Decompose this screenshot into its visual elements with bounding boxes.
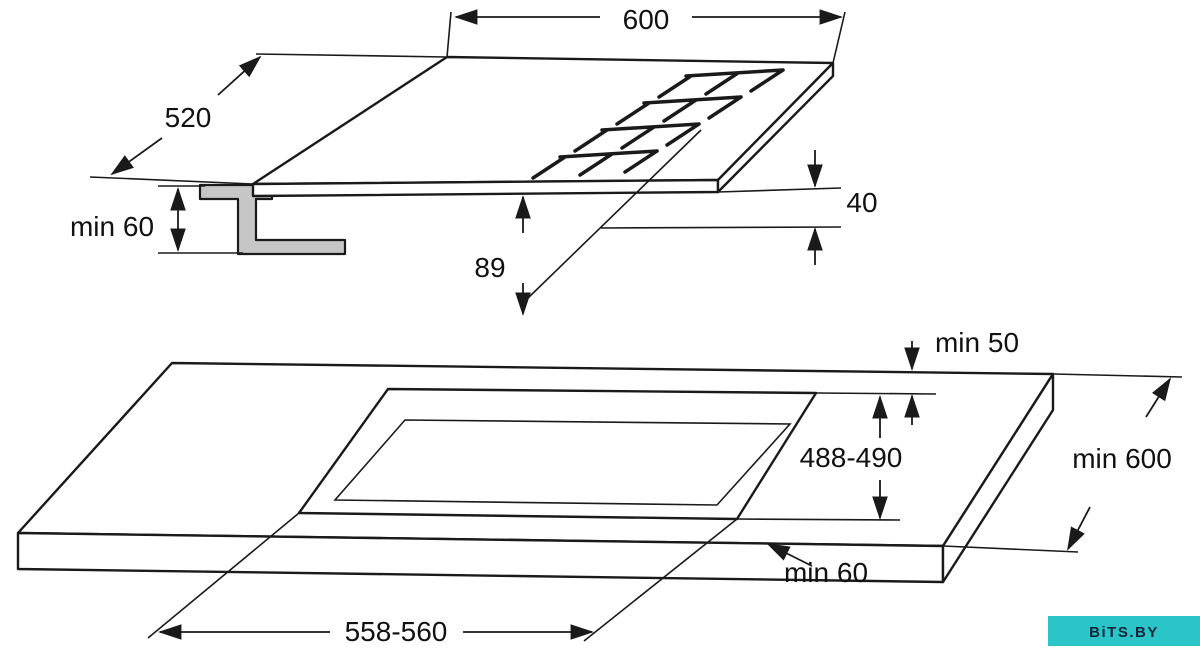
burner-grate xyxy=(573,122,701,153)
dim-install-depth-label: 89 xyxy=(474,252,505,283)
watermark: BiTS.BY xyxy=(1048,616,1200,646)
dim-rear-clearance: min 50 xyxy=(815,327,1019,425)
watermark-background xyxy=(1048,616,1200,646)
dim-bracket-clearance-label: min 60 xyxy=(70,211,154,242)
dim-front-clearance-label: min 60 xyxy=(784,557,868,588)
worktop-isometric-view xyxy=(16,361,1055,584)
dim-cutout-depth-label: 488-490 xyxy=(800,442,903,473)
dim-worktop-depth: min 600 xyxy=(942,373,1183,553)
dim-hob-depth-label: 520 xyxy=(165,102,212,133)
hob-isometric-view xyxy=(198,55,835,256)
hob-dimensions: 600 520 min 60 89 xyxy=(70,4,878,316)
dim-cutout-depth: 488-490 xyxy=(736,395,903,521)
hob-front-face xyxy=(251,178,720,198)
cutout-opening-inner xyxy=(333,419,792,506)
dim-worktop-depth-label: min 600 xyxy=(1072,443,1172,474)
dim-bracket-clearance: min 60 xyxy=(70,185,243,254)
burner-grate xyxy=(531,149,659,180)
dim-front-clearance: min 60 xyxy=(766,543,868,588)
dim-hob-depth: 520 xyxy=(89,53,448,185)
dim-cutout-width-label: 558-560 xyxy=(345,616,448,647)
watermark-text: BiTS.BY xyxy=(1089,624,1159,641)
dim-install-depth: 89 xyxy=(474,129,702,316)
cutout-opening-outer xyxy=(297,387,818,521)
dim-hob-width-label: 600 xyxy=(623,4,670,35)
burner-grates xyxy=(531,68,785,180)
burner-grate xyxy=(615,95,743,126)
dim-cutout-width: 558-560 xyxy=(147,512,738,647)
dim-rear-clearance-label: min 50 xyxy=(935,327,1019,358)
hob-side-face xyxy=(716,61,835,194)
burner-grate xyxy=(657,68,785,99)
worktop-side-face xyxy=(941,372,1055,584)
dim-hob-width: 600 xyxy=(446,4,846,64)
dim-body-height: 40 xyxy=(600,150,878,265)
worktop-dimensions: min 50 488-490 min 600 min 60 xyxy=(147,327,1183,647)
dim-body-height-label: 40 xyxy=(846,187,877,218)
